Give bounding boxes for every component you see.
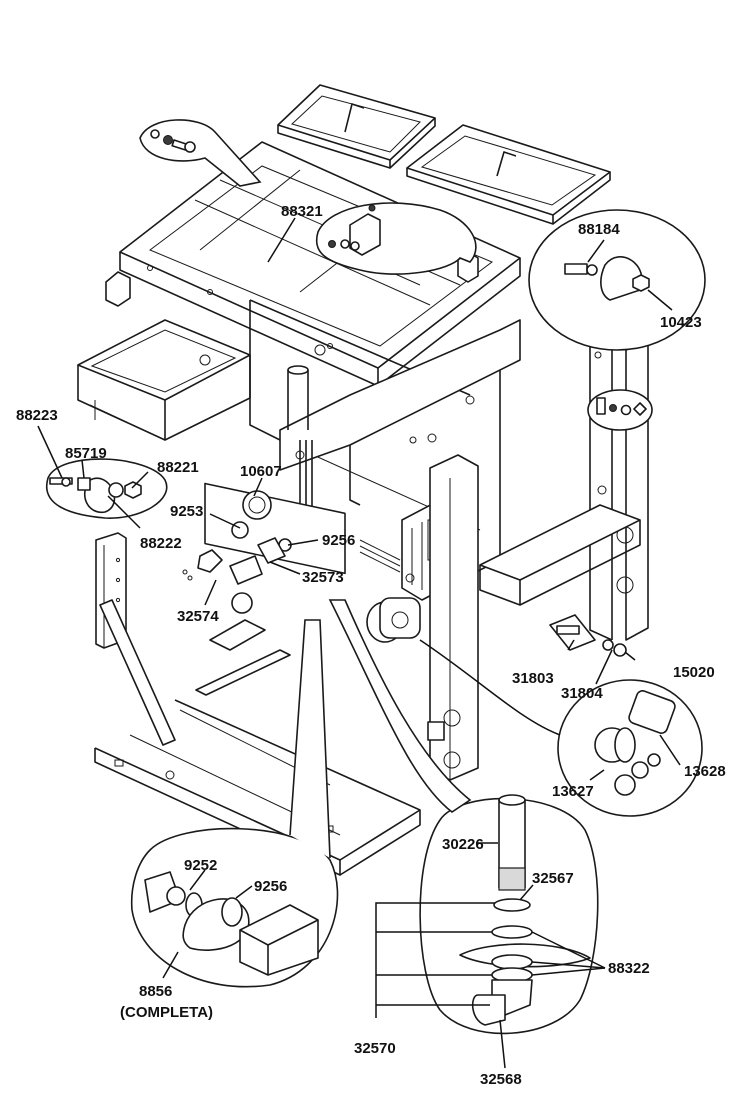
- label-8856-note: (COMPLETA): [120, 1004, 213, 1021]
- label-32567: 32567: [532, 870, 574, 887]
- top-tray-left: [277, 84, 436, 169]
- label-10423: 10423: [660, 314, 702, 331]
- callout-bubble-13627: [557, 679, 703, 817]
- bolt-31803: [549, 614, 627, 657]
- drain-pump: [366, 597, 561, 736]
- callout-bubble-center: [315, 202, 477, 275]
- label-15020: 15020: [673, 664, 715, 681]
- callout-bubble-88223: [45, 458, 168, 519]
- right-upright-frame: [469, 321, 649, 660]
- label-8856: 8856: [139, 983, 172, 1000]
- label-88221: 88221: [157, 459, 199, 476]
- label-32570: 32570: [354, 1040, 396, 1057]
- label-9252: 9252: [184, 857, 217, 874]
- label-88184: 88184: [578, 221, 620, 238]
- label-9256-lower: 9256: [254, 878, 287, 895]
- label-85719: 85719: [65, 445, 107, 462]
- center-parts-cluster: [182, 490, 292, 614]
- upper-frame: [119, 141, 521, 387]
- label-9253: 9253: [170, 503, 203, 520]
- label-32568: 32568: [480, 1071, 522, 1088]
- callout-bubble-88184: [528, 209, 706, 351]
- label-9256-upper: 9256: [322, 532, 355, 549]
- label-88222: 88222: [140, 535, 182, 552]
- frame-hook-left: [105, 271, 131, 307]
- left-drawer: [77, 319, 251, 441]
- label-88322: 88322: [608, 960, 650, 977]
- label-13628: 13628: [684, 763, 726, 780]
- label-32574: 32574: [177, 608, 219, 625]
- label-10607: 10607: [240, 463, 282, 480]
- center-upright: [427, 454, 479, 781]
- lower-stand-frame: [94, 532, 421, 876]
- label-31804: 31804: [561, 685, 603, 702]
- callout-bubble-8856: [130, 619, 339, 988]
- label-13627: 13627: [552, 783, 594, 800]
- label-31803: 31803: [512, 670, 554, 687]
- callout-bubble-side: [587, 389, 653, 431]
- leader-lines: [37, 217, 681, 1069]
- callout-bubble-hinge-top: [139, 119, 262, 187]
- label-30226: 30226: [442, 836, 484, 853]
- label-32573: 32573: [302, 569, 344, 586]
- label-88321: 88321: [281, 203, 323, 220]
- part-labels: 88321 88184 10423 88223 85719 88221 1060…: [16, 203, 726, 1088]
- label-88223: 88223: [16, 407, 58, 424]
- top-tray-right: [406, 124, 611, 225]
